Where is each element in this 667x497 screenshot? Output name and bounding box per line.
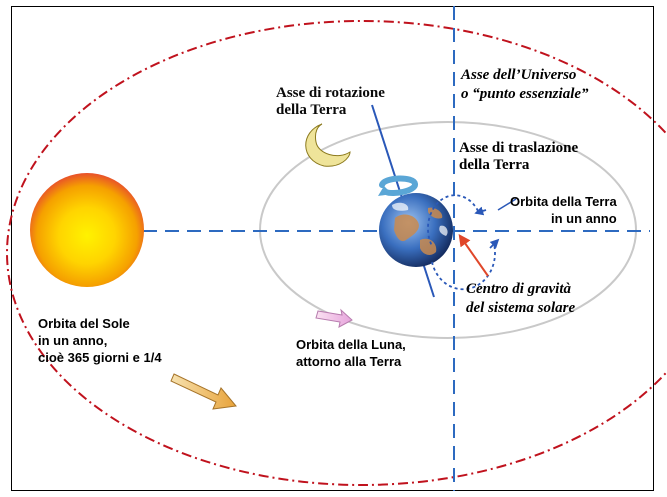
sun-orbit-ellipse xyxy=(6,20,667,486)
rotation-swirl-icon xyxy=(379,175,418,196)
diagram-frame xyxy=(11,6,654,491)
earth-rotation-axis-label-line-1: Asse di rotazione xyxy=(276,85,385,101)
gravity-center-arrow xyxy=(458,234,489,277)
earth-orbit-pointer xyxy=(497,198,517,211)
earth-clouds xyxy=(392,202,448,236)
earth-orbit-label-line-2: in un anno xyxy=(550,211,617,226)
sun-orbit-label-line-3: cioè 365 giorni e 1/4 xyxy=(38,350,162,365)
earth-rotation-axis-label: Asse di rotazione della Terra xyxy=(276,85,385,119)
moon-orbit-direction-arrow xyxy=(315,308,353,328)
earth-orbit-label-line-1: Orbita della Terra xyxy=(510,194,617,209)
translation-axis-label-line-2: della Terra xyxy=(459,157,530,173)
sun-orbit-label: Orbita del Sole in un anno, cioè 365 gio… xyxy=(38,315,162,366)
universe-axis-label: Asse dell’Universo o “punto essenziale” xyxy=(461,66,589,104)
moon-orbit-label: Orbita della Luna, attorno alla Terra xyxy=(296,336,406,370)
moon-crescent-icon xyxy=(305,123,351,167)
sun-orbit-label-line-1: Orbita del Sole xyxy=(38,316,130,331)
small-orbit-arrow-right xyxy=(489,238,500,249)
moon-orbit-label-line-1: Orbita della Luna, xyxy=(296,337,406,352)
earth-rotation-axis-label-line-2: della Terra xyxy=(276,102,347,118)
universe-axis-label-line-1: Asse dell’Universo xyxy=(461,67,577,83)
moon-orbit-label-line-2: attorno alla Terra xyxy=(296,354,402,369)
small-orbit-arrow-top xyxy=(474,206,487,216)
gravity-center-label-line-1: Centro di gravità xyxy=(466,281,572,297)
sun-orbit-label-line-2: in un anno, xyxy=(38,333,108,348)
translation-axis-label-line-1: Asse di traslazione xyxy=(459,140,579,156)
earth-small-orbit xyxy=(427,194,496,291)
gravity-center-label-line-2: del sistema solare xyxy=(466,300,576,316)
earth-orbit-label: Orbita della Terra in un anno xyxy=(510,193,617,227)
gravity-center-label: Centro di gravità del sistema solare xyxy=(466,280,575,318)
sun-icon xyxy=(30,173,144,287)
universe-axis-label-line-2: o “punto essenziale” xyxy=(461,86,589,102)
rotation-swirl-arrowhead xyxy=(378,186,392,196)
sun-orbit-direction-arrow xyxy=(170,373,237,410)
translation-axis-label: Asse di traslazione della Terra xyxy=(459,140,578,174)
